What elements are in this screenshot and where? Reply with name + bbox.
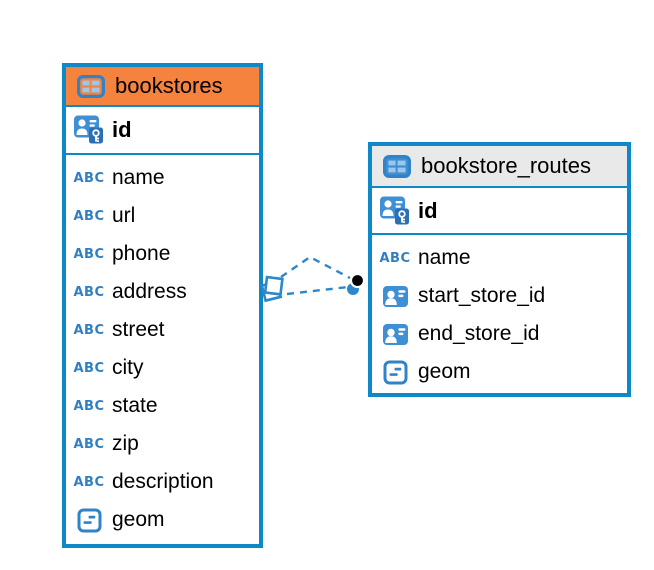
column-name: url (112, 204, 136, 227)
primary-key-name: id (418, 197, 438, 223)
table-title: bookstores (115, 73, 223, 98)
column-row[interactable]: ABC state (66, 387, 259, 425)
column-row[interactable]: start_store_id (372, 277, 627, 315)
text-abc-icon: ABC (73, 398, 105, 414)
column-name: name (418, 246, 471, 269)
relationship-diamond-back[interactable] (260, 280, 283, 303)
column-row[interactable]: ABC address (66, 273, 259, 311)
geometry-icon (72, 508, 106, 533)
column-row[interactable]: end_store_id (372, 315, 627, 353)
column-row[interactable]: ABC name (66, 159, 259, 197)
column-name: description (112, 470, 214, 493)
column-list: ABC name start_store_id (372, 235, 627, 393)
relationship-endpoint-dot-black[interactable] (349, 272, 366, 289)
column-row-primary-key[interactable]: id (66, 107, 259, 155)
text-abc-icon: ABC (73, 322, 105, 338)
text-abc-icon: ABC (73, 360, 105, 376)
column-row[interactable]: ABC city (66, 349, 259, 387)
text-abc-icon: ABC (73, 474, 105, 490)
column-row[interactable]: geom (372, 353, 627, 391)
column-name: address (112, 280, 187, 303)
text-abc-icon: ABC (73, 246, 105, 262)
relationship-endpoint-dot-blue[interactable] (347, 283, 359, 295)
table-header-bookstores[interactable]: bookstores (66, 67, 259, 107)
column-row-primary-key[interactable]: id (372, 188, 627, 235)
column-name: geom (418, 360, 471, 383)
entity-table-bookstore-routes[interactable]: bookstore_routes id (368, 142, 631, 397)
column-row[interactable]: geom (66, 501, 259, 539)
column-name: street (112, 318, 165, 341)
text-abc-icon: ABC (73, 284, 105, 300)
column-list: ABC name ABC url ABC phone ABC address A… (66, 155, 259, 541)
column-name: phone (112, 242, 171, 265)
relationship-diamond-front[interactable] (263, 275, 284, 296)
primary-key-icon (72, 114, 106, 146)
column-row[interactable]: ABC url (66, 197, 259, 235)
column-row[interactable]: ABC phone (66, 235, 259, 273)
column-name: geom (112, 508, 165, 531)
column-row[interactable]: ABC zip (66, 425, 259, 463)
text-abc-icon: ABC (73, 170, 105, 186)
column-name: city (112, 356, 144, 379)
relationship-line-lower[interactable] (286, 285, 349, 296)
column-name: start_store_id (418, 284, 546, 307)
primary-key-icon (378, 195, 412, 227)
column-name: state (112, 394, 158, 417)
column-name: name (112, 166, 165, 189)
primary-key-name: id (112, 117, 132, 142)
entity-table-bookstores[interactable]: bookstores id A (62, 63, 263, 548)
column-row[interactable]: ABC description (66, 463, 259, 501)
geometry-icon (378, 360, 412, 385)
table-icon (74, 74, 108, 98)
relationship-line-upper[interactable] (280, 255, 351, 280)
text-abc-icon: ABC (73, 208, 105, 224)
foreign-key-person-icon (378, 285, 412, 308)
column-name: end_store_id (418, 322, 540, 345)
text-abc-icon: ABC (379, 250, 411, 266)
text-abc-icon: ABC (73, 436, 105, 452)
table-header-bookstore-routes[interactable]: bookstore_routes (372, 146, 627, 188)
foreign-key-person-icon (378, 323, 412, 346)
column-row[interactable]: ABC street (66, 311, 259, 349)
column-name: zip (112, 432, 139, 455)
column-row[interactable]: ABC name (372, 239, 627, 277)
table-title: bookstore_routes (421, 153, 591, 178)
table-icon (380, 154, 414, 178)
